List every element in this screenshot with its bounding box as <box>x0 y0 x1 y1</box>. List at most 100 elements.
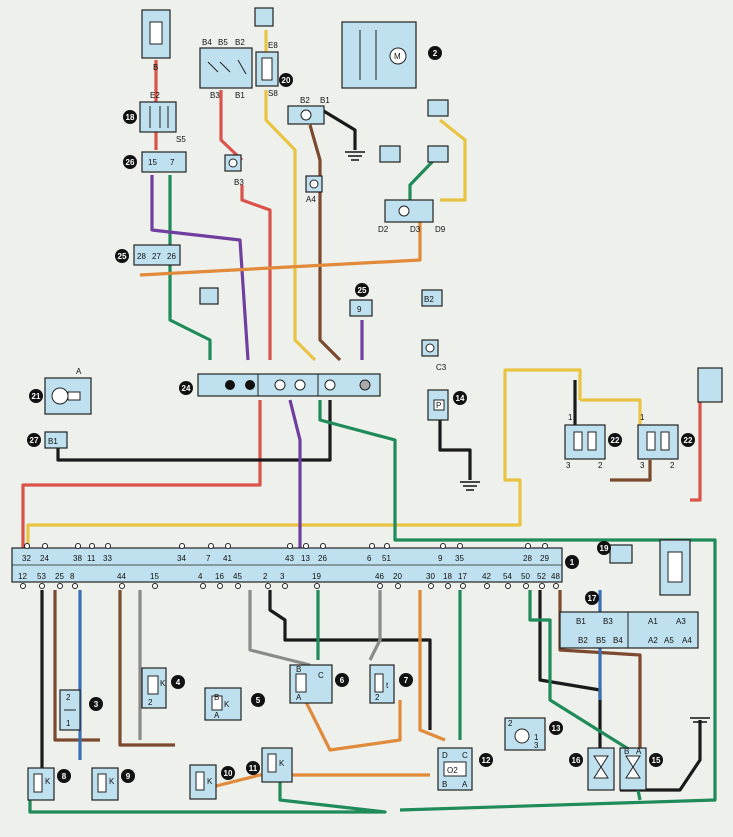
marker-2 <box>428 46 442 60</box>
ecu-pin <box>39 583 45 589</box>
wire-black <box>438 420 472 480</box>
marker-16 <box>569 753 583 767</box>
marker-label: 21 <box>32 392 41 401</box>
wire-red <box>21 400 262 550</box>
ecu-pin <box>320 543 326 549</box>
sensor-box <box>254 7 274 27</box>
marker-21 <box>29 389 43 403</box>
marker-label: 1 <box>570 558 575 567</box>
pin-label: K <box>279 759 285 768</box>
ground-symbol <box>460 481 480 491</box>
component-10: K <box>189 764 217 800</box>
component-5: B K A <box>204 687 242 721</box>
marker-label: 4 <box>176 678 181 687</box>
ecu-pin <box>217 583 223 589</box>
switch: B2 B1 <box>287 96 330 125</box>
ecu-pin <box>225 543 231 549</box>
pin-label: A <box>462 780 468 789</box>
ecu-pin-label: 24 <box>40 554 49 563</box>
marker-label: 24 <box>182 384 191 393</box>
wire-grey <box>368 590 382 661</box>
marker-10 <box>221 766 235 780</box>
pin-label: B2 <box>424 295 434 304</box>
ecu-pin-label: 16 <box>215 572 224 581</box>
wire-green <box>28 780 387 814</box>
marker-17 <box>585 591 599 605</box>
ecu-pin-label: 51 <box>382 554 391 563</box>
marker-18 <box>123 110 137 124</box>
pin-label: S5 <box>176 135 186 144</box>
ecu-pin-label: 35 <box>455 554 464 563</box>
pin-label: 9 <box>357 305 362 314</box>
marker-26 <box>123 155 137 169</box>
pin-label: B3 <box>210 91 220 100</box>
sensor-19 <box>609 544 633 564</box>
wire-yellow <box>439 118 467 202</box>
ecu-pin <box>119 583 125 589</box>
ecu-pin-label: 43 <box>285 554 294 563</box>
pin-label: 2 <box>148 698 153 707</box>
marker-label: 12 <box>482 756 491 765</box>
pin-label: A5 <box>664 636 674 645</box>
ecu-pin <box>42 543 48 549</box>
motor-label: M <box>394 52 401 61</box>
wire-black <box>620 720 702 792</box>
pin-label: 2 <box>670 461 675 470</box>
pin-label: 2 <box>598 461 603 470</box>
pin-label: B3 <box>603 617 613 626</box>
ecu-pin <box>20 583 26 589</box>
ecu-pin <box>75 543 81 549</box>
ecu-pin <box>384 543 390 549</box>
ecu-pin-label: 11 <box>87 554 96 563</box>
ecu-pin-label: 44 <box>117 572 126 581</box>
motor: M <box>341 21 417 89</box>
pin-label: B <box>624 747 629 756</box>
wire-yellow <box>264 90 317 362</box>
ecu-pin-label: 48 <box>551 572 560 581</box>
wires <box>21 30 717 814</box>
marker-3 <box>89 697 103 711</box>
ecu-pin <box>525 543 531 549</box>
ecu-pin-label: 20 <box>393 572 402 581</box>
pin-label: B4 <box>202 38 212 47</box>
marker-12 <box>479 753 493 767</box>
wire-purple <box>150 175 250 361</box>
relay: B4 B5 B2 B3 B1 <box>199 38 253 100</box>
pin-label: B3 <box>234 178 244 187</box>
sensor-box <box>199 287 219 305</box>
marker-25 <box>355 283 369 297</box>
ecu-pin-label: 13 <box>301 554 310 563</box>
pin-label: B <box>214 693 219 702</box>
pin-label: 3 <box>566 461 571 470</box>
marker-label: 17 <box>588 594 597 603</box>
ecu-pin <box>457 543 463 549</box>
marker-13 <box>549 721 563 735</box>
marker-label: 16 <box>572 756 581 765</box>
ecu-pin <box>208 543 214 549</box>
marker-7 <box>399 673 413 687</box>
wire-black <box>56 400 332 462</box>
component-27: B1 <box>44 431 68 449</box>
wire-black <box>321 108 357 150</box>
ecu-pin-label: 45 <box>233 572 242 581</box>
marker-label: 22 <box>611 436 620 445</box>
ecu-pin-label: 25 <box>55 572 64 581</box>
pin-label: K <box>160 679 166 688</box>
pin-label: 2 <box>375 693 380 702</box>
marker-6 <box>335 673 349 687</box>
pin-label: 1 <box>534 733 539 742</box>
connector-b2: B2 <box>421 289 443 307</box>
marker-label: 8 <box>62 772 67 781</box>
ground-symbol <box>690 717 710 723</box>
marker-label: 2 <box>433 49 438 58</box>
pin-label: B <box>296 665 301 674</box>
ecu-pin <box>152 583 158 589</box>
ecu-pin-label: 42 <box>482 572 491 581</box>
marker-4 <box>171 675 185 689</box>
pin-label: B2 <box>300 96 310 105</box>
pin-label: C <box>462 751 468 760</box>
ecu-pin-label: 7 <box>206 554 211 563</box>
pin-label: P <box>436 401 441 410</box>
ecu-pin <box>395 583 401 589</box>
